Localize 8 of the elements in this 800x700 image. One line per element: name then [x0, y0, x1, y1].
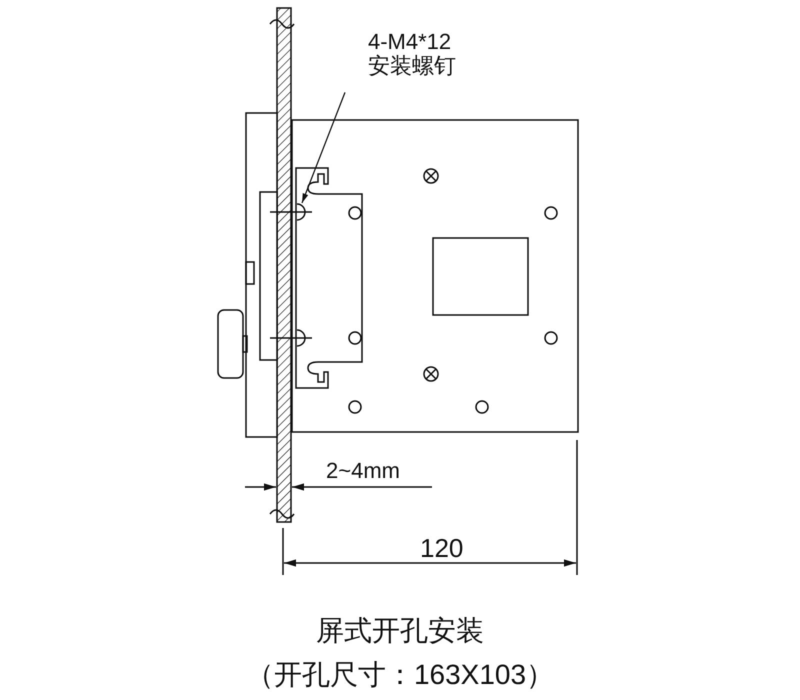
- callout-text: 4-M4*12: [368, 30, 452, 54]
- leader-line: [301, 92, 346, 204]
- callout-text: 安装螺钉: [368, 54, 456, 78]
- screw-drawing: [295, 203, 313, 221]
- caption: （开孔尺寸：163X103）: [244, 660, 556, 691]
- title: 屏式开孔安装: [315, 616, 485, 647]
- dimension-text: 2~4mm: [326, 459, 400, 484]
- dimension-text: 120: [420, 534, 464, 563]
